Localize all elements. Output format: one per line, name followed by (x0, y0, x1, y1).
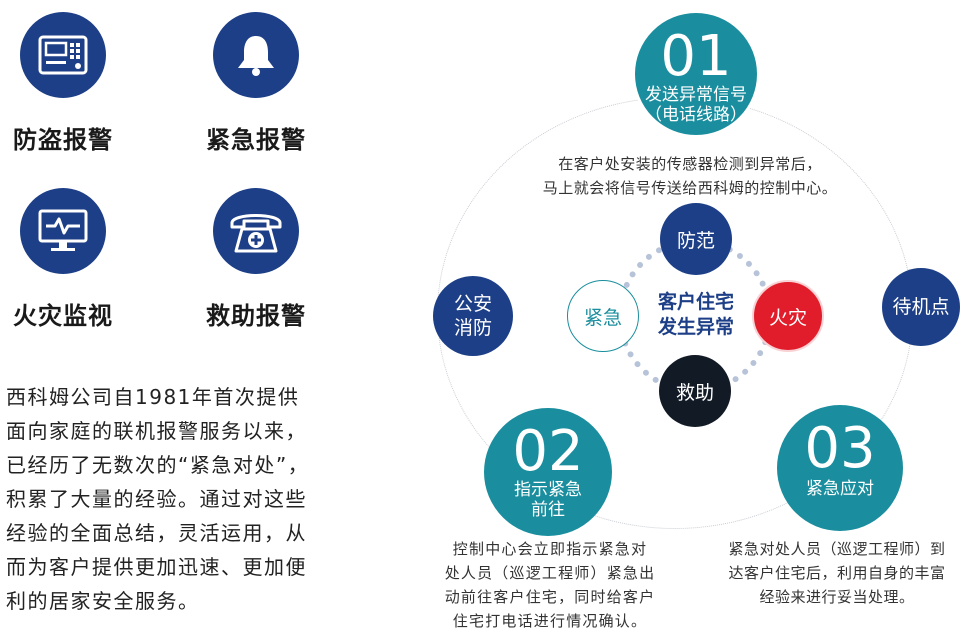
node-label-line: 公安 (453, 293, 492, 315)
service-fire-monitoring: 火灾监视 (0, 188, 128, 331)
step-01-circle: 01 发送异常信号 （电话线路） (632, 10, 760, 138)
step-title-line: 前往 (531, 500, 565, 520)
intro-line: 经验的全面总结，灵活运用，从 (6, 521, 307, 545)
desc-line: 住宅打电话进行情况确认。 (452, 612, 648, 630)
fire-node: 火灾 (752, 280, 824, 352)
intro-line: 积累了大量的经验。通过对这些 (6, 487, 307, 511)
intro-line: 已经历了无数次的“紧急对处”， (6, 453, 310, 477)
step-title-line: 发送异常信号 (645, 85, 747, 105)
desc-line: 达客户住宅后，利用自身的丰富 (728, 564, 946, 582)
step-title-line: （电话线路） (645, 105, 747, 125)
node-label: 防范 (676, 229, 715, 252)
step-02-description: 控制中心会立即指示紧急对 处人员（巡逻工程师）紧急出 动前往客户住宅，同时给客户… (420, 537, 680, 633)
intro-line: 面向家庭的联机报警服务以来， (6, 419, 307, 443)
service-label: 防盗报警 (13, 126, 113, 154)
node-label-line: 消防 (453, 317, 492, 339)
prevention-node: 防范 (660, 203, 732, 275)
step-title-line: 指示紧急 (514, 480, 582, 500)
hub-label: 客户住宅 发生异常 (640, 290, 752, 340)
desc-line: 处人员（巡逻工程师）紧急出 (444, 564, 656, 582)
step-03-description: 紧急对处人员（巡逻工程师）到 达客户住宅后，利用自身的丰富 经验来进行妥当处理。 (712, 537, 960, 609)
service-label: 紧急报警 (206, 126, 306, 154)
step-number: 03 (804, 416, 876, 481)
step-02-circle: 02 指示紧急 前往 (484, 408, 612, 536)
alarm-panel-icon (20, 12, 106, 98)
desc-line: 控制中心会立即指示紧急对 (452, 540, 648, 558)
service-burglar-alarm: 防盗报警 (0, 12, 128, 155)
intro-paragraph: 西科姆公司自1981年首次提供 面向家庭的联机报警服务以来， 已经历了无数次的“… (6, 380, 316, 618)
service-label: 救助报警 (206, 302, 306, 330)
intro-line: 利的居家安全服务。 (6, 589, 200, 613)
desc-line: 马上就会将信号传送给西科姆的控制中心。 (542, 179, 838, 197)
emergency-node: 紧急 (567, 280, 639, 352)
telephone-cross-icon (213, 188, 299, 274)
step-03-circle: 03 紧急应对 (777, 405, 903, 531)
node-label: 火灾 (768, 306, 807, 329)
service-emergency-alarm: 紧急报警 (191, 12, 321, 155)
node-label: 待机点 (892, 296, 950, 318)
service-label: 火灾监视 (13, 302, 113, 330)
hub-label-line: 发生异常 (657, 316, 734, 338)
intro-line: 而为客户提供更加迅速、更加便 (6, 555, 307, 579)
police-fire-node: 公安 消防 (433, 276, 513, 356)
step-number: 01 (660, 24, 732, 89)
node-label: 紧急 (583, 306, 622, 329)
step-01-description: 在客户处安装的传感器检测到异常后， 马上就会将信号传送给西科姆的控制中心。 (480, 152, 900, 200)
intro-line: 西科姆公司自1981年首次提供 (6, 385, 300, 409)
rescue-node: 救助 (659, 355, 731, 427)
standby-point-node: 待机点 (882, 268, 960, 346)
desc-line: 动前往客户住宅，同时给客户 (444, 588, 656, 606)
desc-line: 经验来进行妥当处理。 (759, 588, 915, 606)
service-rescue-alarm: 救助报警 (191, 188, 321, 331)
hub-label-line: 客户住宅 (657, 291, 734, 313)
step-number: 02 (512, 419, 584, 484)
step-title-line: 紧急应对 (806, 479, 874, 499)
desc-line: 紧急对处人员（巡逻工程师）到 (728, 540, 946, 558)
desc-line: 在客户处安装的传感器检测到异常后， (558, 155, 822, 173)
monitor-pulse-icon (20, 188, 106, 274)
node-label: 救助 (675, 381, 714, 404)
bell-icon (213, 12, 299, 98)
